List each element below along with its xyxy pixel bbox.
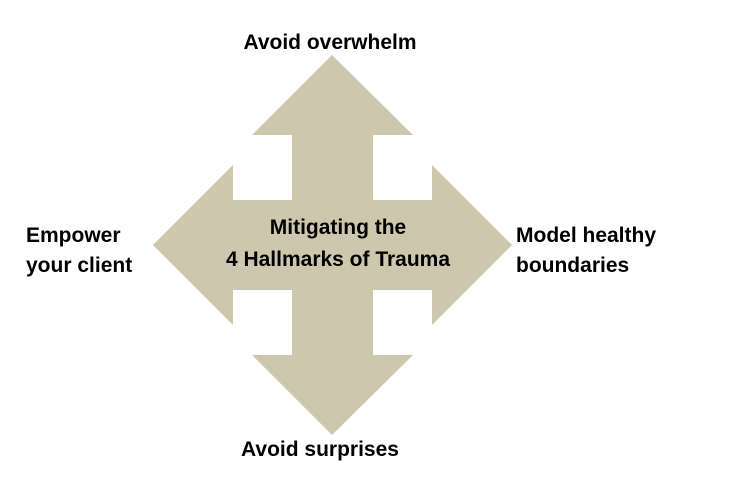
right-label: Model healthy boundaries [516,221,656,281]
left-label-line-2: your client [26,254,133,277]
bottom-label: Avoid surprises [241,438,399,461]
left-label-line-1: Empower [26,224,121,247]
top-label: Avoid overwhelm [243,31,417,54]
center-title-line-2: 4 Hallmarks of Trauma [225,248,451,271]
center-title-line-1: Mitigating the [269,216,407,239]
right-label-line-1: Model healthy [516,224,657,247]
four-way-arrow-polygon [153,55,512,435]
left-label: Empower your client [26,221,132,281]
center-title: Mitigating the 4 Hallmarks of Trauma [196,212,480,276]
right-label-line-2: boundaries [516,254,630,277]
